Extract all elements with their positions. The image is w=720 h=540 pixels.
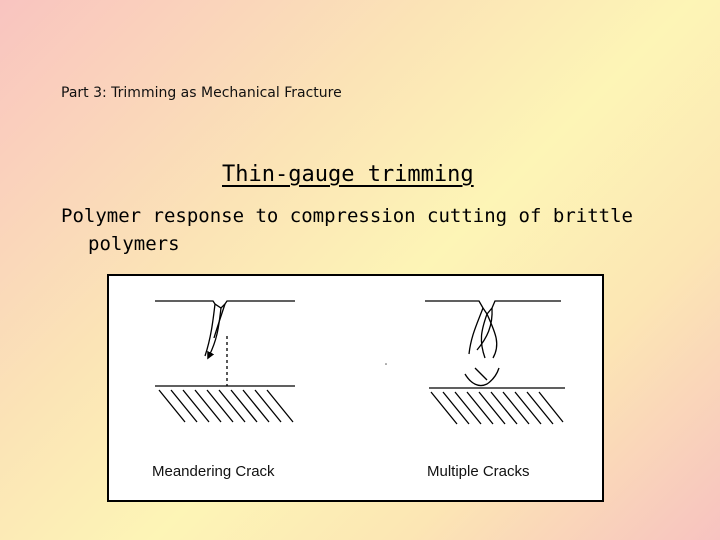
right-crack-line-b bbox=[480, 313, 488, 359]
multiple-cracks-panel bbox=[425, 300, 565, 425]
right-anvil-hatching bbox=[430, 391, 564, 425]
left-crack-line-b bbox=[207, 307, 222, 360]
part-heading: Part 3: Trimming as Mechanical Fracture bbox=[61, 85, 342, 101]
crack-diagrams bbox=[155, 300, 565, 425]
multiple-cracks-caption: Multiple Cracks bbox=[427, 463, 530, 480]
crack-figure: Meandering Crack Multiple Cracks bbox=[107, 274, 604, 502]
left-crack-line-a bbox=[204, 303, 216, 357]
meandering-crack-panel bbox=[155, 300, 295, 423]
right-crack-line-a bbox=[468, 307, 484, 355]
left-anvil-hatching bbox=[158, 389, 294, 423]
right-crack-line-c bbox=[476, 307, 493, 351]
body-text: Polymer response to compression cutting … bbox=[61, 205, 633, 255]
right-crack-fragment bbox=[464, 367, 500, 387]
right-crack-line-d bbox=[486, 313, 498, 359]
meandering-crack-caption: Meandering Crack bbox=[152, 463, 275, 480]
left-crack-line-c bbox=[213, 303, 226, 339]
right-notch-surface bbox=[425, 300, 561, 316]
stray-dot bbox=[385, 363, 387, 365]
slide-title: Thin-gauge trimming bbox=[222, 162, 474, 187]
right-crack-fragment-2 bbox=[474, 367, 488, 381]
left-notch-surface bbox=[155, 300, 295, 309]
